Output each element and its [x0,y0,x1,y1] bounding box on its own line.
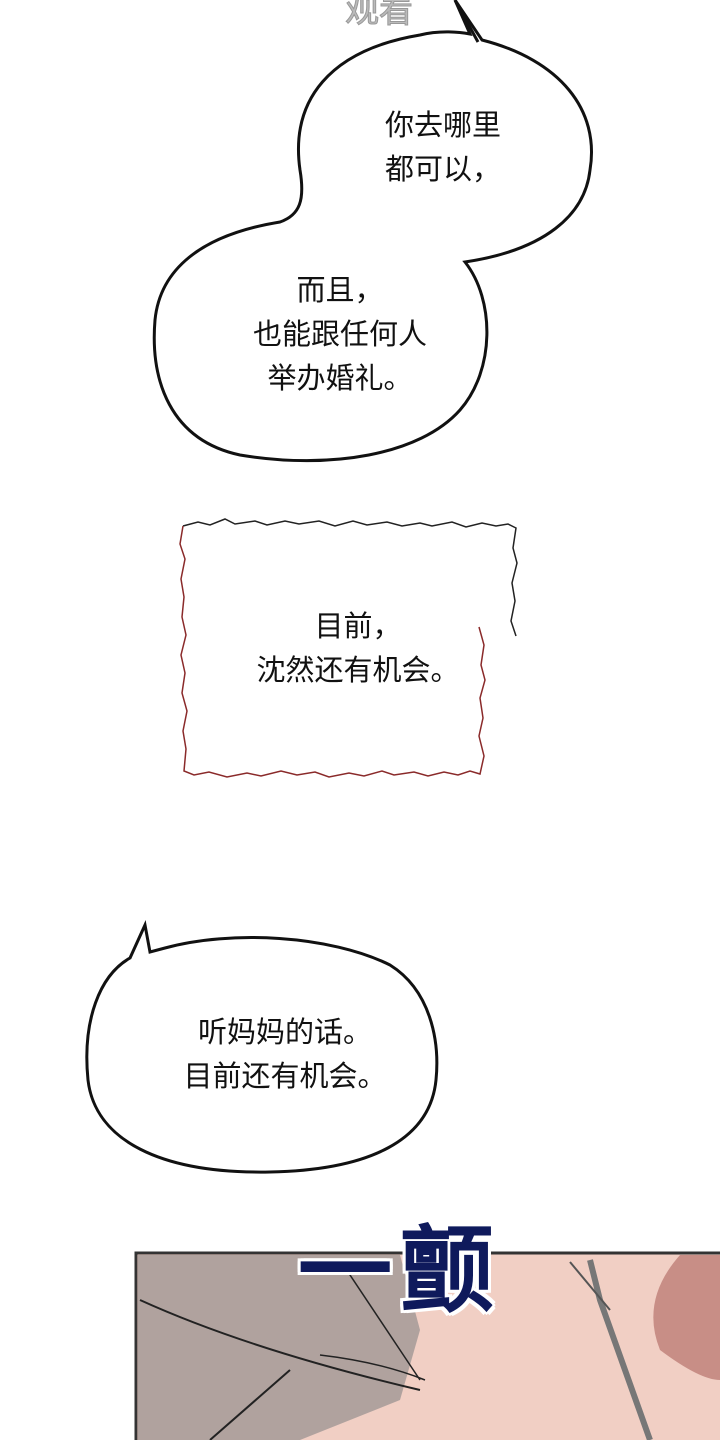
dialogue-line: 都可以， [385,152,502,186]
bubble-1-upper-text: 你去哪里 都可以， [385,103,501,191]
dialogue-line: 目前还有机会。 [183,1059,387,1093]
bubble-1-lower-text: 而且， 也能跟任何人 举办婚礼。 [253,268,427,400]
dialogue-line: 听妈妈的话。 [197,1015,373,1049]
speech-bubble-1 [152,0,593,463]
speech-bubble-2 [85,920,439,1174]
dialogue-line: 举办婚礼。 [267,361,413,395]
narration-text: 目前， 沈然还有机会。 [256,604,459,692]
narration-line: 沈然还有机会。 [256,653,460,687]
sound-effect: 一颤 [298,1217,503,1326]
narration-line: 目前， [314,609,402,643]
dialogue-line: 你去哪里 [385,108,502,142]
bubble-2-text: 听妈妈的话。 目前还有机会。 [183,1010,386,1098]
dialogue-line: 而且， [296,273,384,307]
narration-box [179,518,553,778]
illustration-panel [134,1251,720,1440]
watermark: 观看 [345,0,413,31]
dialogue-line: 也能跟任何人 [252,317,428,351]
